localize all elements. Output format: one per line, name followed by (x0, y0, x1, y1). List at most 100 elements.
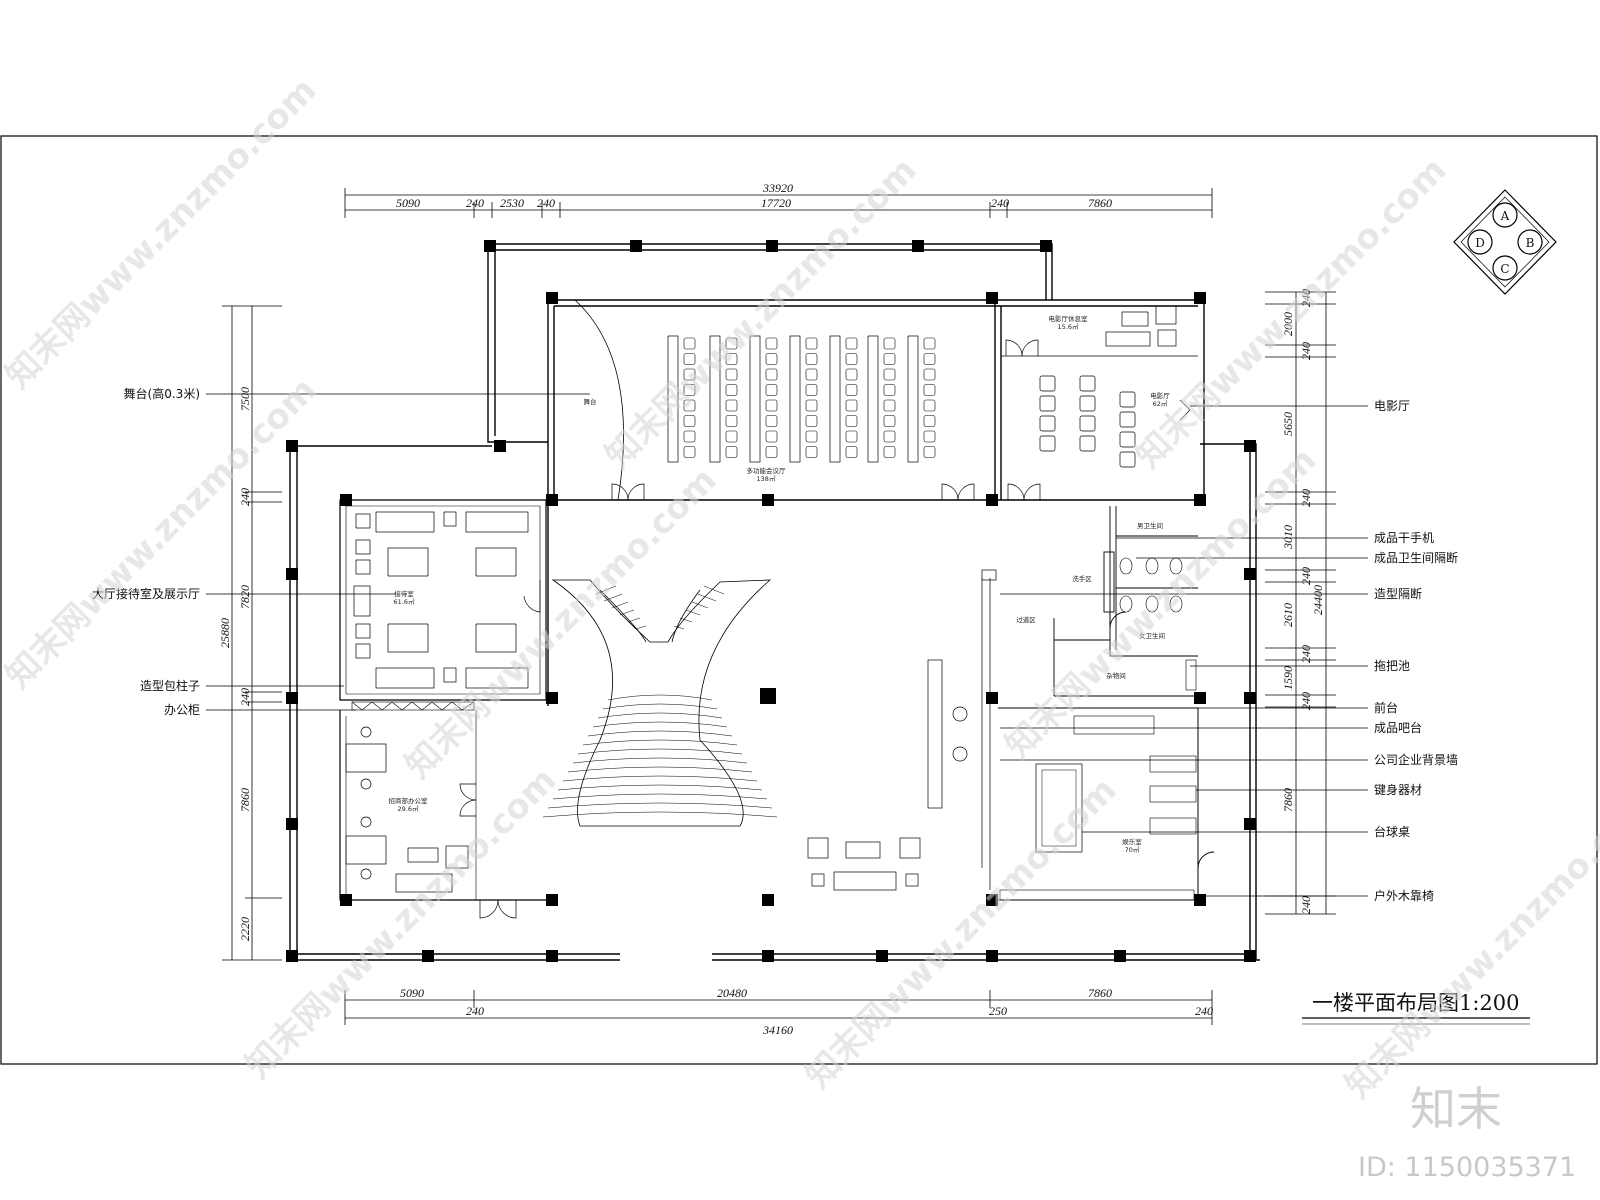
stair-steps (542, 585, 778, 818)
left-overall-dim: 25880 (218, 618, 232, 648)
meeting-chair (765, 399, 778, 412)
meeting-hall-label: 多功能会议厅 (747, 466, 787, 475)
mens-wc-label: 男卫生间 (1137, 521, 1163, 530)
meeting-chair (883, 353, 896, 365)
watermark-4: 知末网www.znzmo.com (0, 370, 324, 696)
cinema-area: 62㎡ (1153, 399, 1168, 408)
meeting-chair (923, 430, 936, 443)
top-dim-5: 17720 (761, 196, 791, 210)
cinema-seat (1079, 435, 1096, 452)
label-cinema: 电影厅 (1374, 399, 1410, 413)
watermark-1: 知末网www.znzmo.com (0, 70, 324, 396)
meeting-chair (845, 368, 858, 381)
label-stage-height: 舞台(高0.3米) (124, 386, 200, 401)
meeting-chair (725, 430, 738, 443)
meeting-chair (883, 399, 896, 412)
stair-step (635, 625, 647, 630)
left-dimension-chain (222, 305, 282, 961)
meeting-chair (845, 384, 858, 396)
right-dim-7: 240 (1299, 567, 1313, 585)
reception-room (339, 499, 547, 701)
meeting-chair (923, 368, 936, 381)
toilet-fixture (1145, 557, 1159, 575)
bottom-dim-3: 7860 (1088, 986, 1112, 1000)
cinema-seat (1079, 395, 1096, 412)
meeting-chair (725, 446, 738, 458)
meeting-chair (845, 337, 858, 350)
toilet-fixture (1119, 595, 1133, 613)
meeting-chair (805, 415, 818, 427)
label-mop-sink: 拖把池 (1374, 659, 1410, 673)
meeting-chair (923, 415, 936, 427)
stair-step (691, 601, 709, 609)
right-dim-1: 240 (1299, 289, 1313, 307)
stair-step (627, 617, 641, 623)
front-desk-area (927, 569, 997, 890)
meeting-chair (805, 368, 818, 381)
meeting-chair (845, 430, 858, 443)
meeting-chair (805, 430, 818, 443)
brand-logo-text: 知末 (1410, 1082, 1502, 1136)
meeting-chair (883, 368, 896, 381)
meeting-chair (683, 446, 696, 458)
top-dim-4: 240 (537, 196, 555, 210)
right-dim-10: 1590 (1281, 666, 1295, 690)
drawing-frame (0, 135, 1598, 1065)
meeting-chair (883, 415, 896, 427)
stair-step (611, 601, 629, 609)
meeting-chair (883, 384, 896, 396)
top-dim-1: 5090 (396, 196, 420, 210)
meeting-chair (765, 353, 778, 365)
right-dim-6: 3010 (1281, 525, 1295, 550)
bottom-overall-dim: 34160 (762, 1023, 793, 1037)
womens-wc-label: 女卫生间 (1139, 631, 1165, 640)
label-toilet-partition: 成品卫生间隔断 (1374, 550, 1458, 565)
label-corporate-wall: 公司企业背景墙 (1374, 752, 1458, 767)
cinema-seat (1119, 451, 1136, 468)
label-billiard-table: 台球桌 (1374, 824, 1410, 839)
meeting-chair (805, 337, 818, 350)
meeting-chair (845, 415, 858, 427)
meeting-chair (765, 337, 778, 350)
right-dim-5: 240 (1299, 489, 1313, 507)
compass-b: B (1526, 236, 1535, 250)
stair-step (577, 748, 743, 755)
toilet-stalls (1119, 557, 1183, 613)
bottom-dimension-chain (344, 990, 1213, 1025)
toilet-block (1053, 506, 1198, 697)
meeting-chair (683, 368, 696, 381)
label-office-cabinet: 办公柜 (164, 702, 200, 717)
storage-label: 杂物间 (1106, 671, 1126, 680)
wash-area-label: 洗手区 (1072, 574, 1092, 583)
meeting-chair (923, 446, 936, 458)
reception-label: 接待室 (394, 589, 414, 598)
meeting-chair (765, 384, 778, 396)
stair-step (603, 593, 623, 602)
meeting-chair (725, 368, 738, 381)
cinema-seat (1119, 391, 1136, 408)
right-dim-13: 240 (1299, 896, 1313, 914)
cinema-seat (1039, 375, 1056, 392)
meeting-chair (805, 384, 818, 396)
cinema-screen-mark (1179, 399, 1191, 421)
meeting-chair (725, 415, 738, 427)
left-dim-1: 7500 (238, 387, 252, 411)
right-dim-9: 240 (1299, 645, 1313, 663)
cinema-seat (1039, 435, 1056, 452)
watermark-8: 知末网www.znzmo.com (798, 770, 1124, 1096)
meeting-chair (725, 399, 738, 412)
compass-symbol (1453, 189, 1557, 295)
cinema-lounge-furniture (1001, 305, 1198, 357)
meeting-chairs (683, 337, 936, 458)
meeting-chair (923, 353, 936, 365)
right-dim-2: 2000 (1281, 312, 1295, 336)
meeting-chair (883, 337, 896, 350)
stair-step (685, 609, 701, 616)
bottom-dim-4: 240 (466, 1004, 484, 1018)
meeting-chair (765, 415, 778, 427)
right-dim-11: 240 (1299, 692, 1313, 710)
meeting-chair (683, 430, 696, 443)
recreation-label: 娱乐室 (1122, 837, 1142, 846)
stair-step (562, 775, 758, 782)
meeting-chair (923, 399, 936, 412)
